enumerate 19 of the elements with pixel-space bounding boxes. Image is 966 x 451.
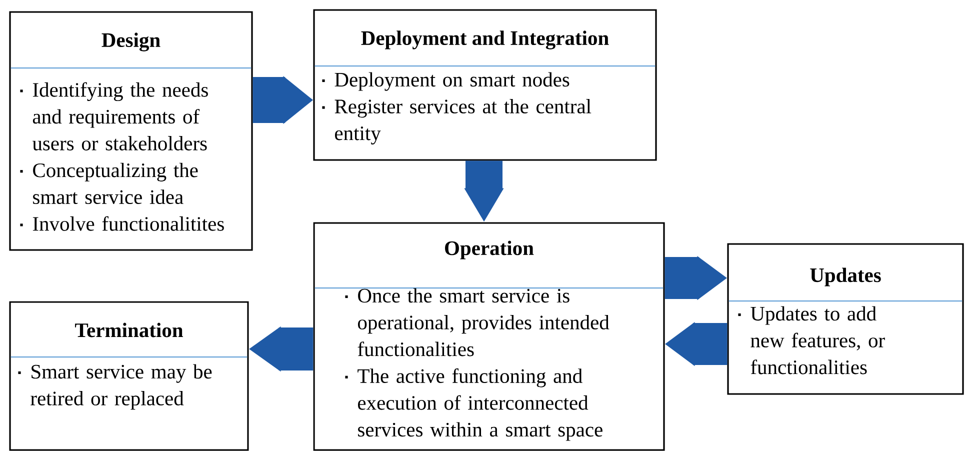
heading: Deployment and Integration <box>361 30 609 50</box>
bullet-text: Register services at the central entity <box>322 99 592 144</box>
bullet-text: Updates to add new features, or functionalities <box>738 306 885 374</box>
heading: Operation <box>445 240 534 260</box>
bullet-text: Smart service may be retired or replaced <box>18 364 212 410</box>
heading: Updates <box>810 268 881 286</box>
process-box <box>9 11 253 251</box>
process-box <box>9 301 249 451</box>
bullet-text: Deployment on smart nodes <box>322 72 570 91</box>
bullet-text: Identifying the needs and requirements of users or stakeholders <box>20 82 208 150</box>
bullet-text: Involve functionalitites <box>20 216 224 231</box>
heading: Design <box>102 32 160 52</box>
process-box <box>313 222 665 451</box>
bullet-text: Once the smart service is operational, provides intended functionalities <box>345 288 610 356</box>
process-box <box>727 243 964 395</box>
bullet-text: The active functioning and execution of interconnected services within a smart space <box>345 368 602 441</box>
heading: Termination <box>75 322 183 338</box>
bullet-text: Conceptualizing the smart service idea <box>20 162 198 204</box>
process-box <box>313 9 657 161</box>
